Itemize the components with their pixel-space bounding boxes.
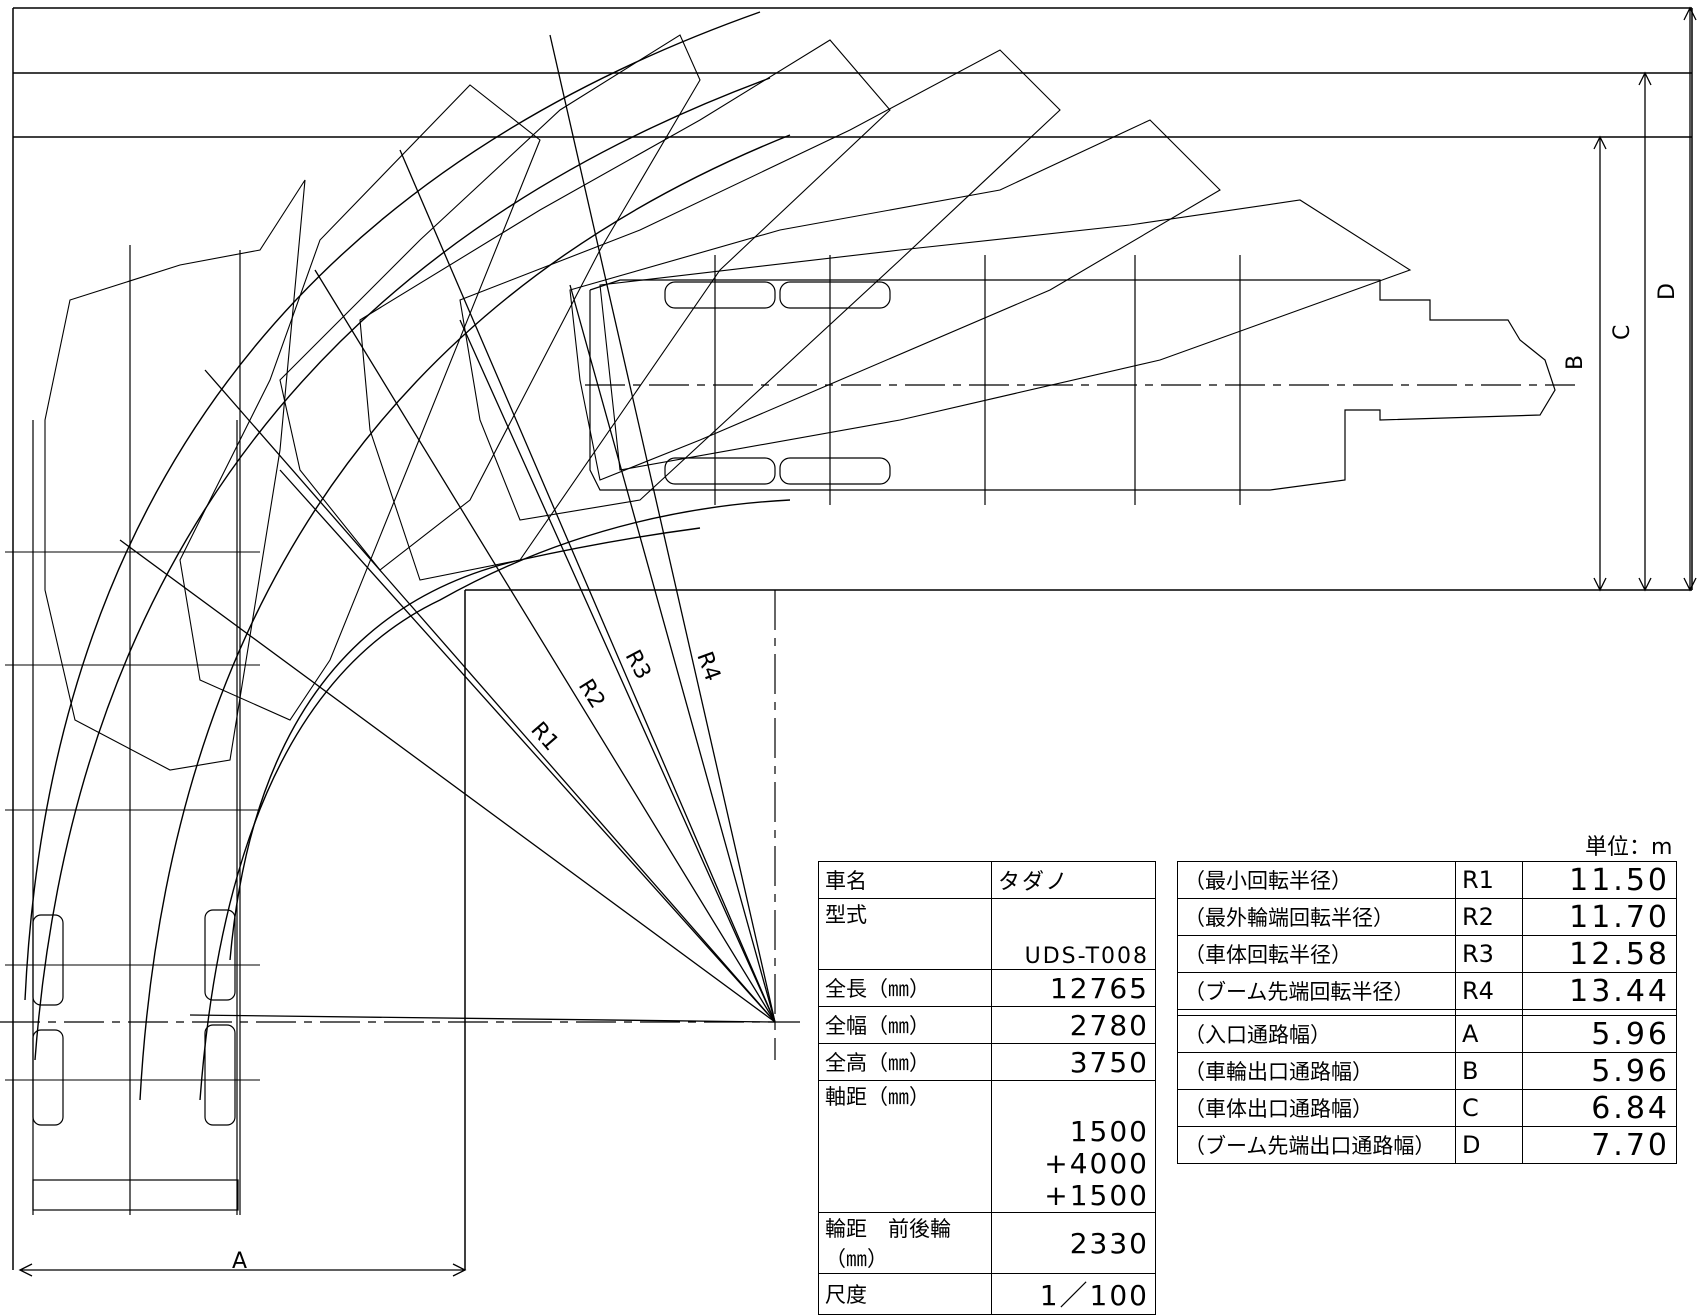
- radius-value: 11.50: [1522, 861, 1677, 899]
- radius-label: （最外輪端回転半径）: [1177, 898, 1456, 936]
- spec-row-height: 全高（㎜） 3750: [818, 1043, 1156, 1081]
- radius-label: （ブーム先端回転半径）: [1177, 972, 1456, 1010]
- spec-width-value: 2780: [991, 1006, 1156, 1044]
- radius-label: （最小回転半径）: [1177, 861, 1456, 899]
- unit-label: 単位：m: [1585, 835, 1673, 860]
- radius-symbol: R2: [1455, 898, 1523, 936]
- radius-lines: [119, 34, 776, 1023]
- width-row-c: （車体出口通路幅） C 6.84: [1177, 1089, 1677, 1127]
- width-label: （車体出口通路幅）: [1177, 1089, 1456, 1127]
- spec-width-label: 全幅（㎜）: [818, 1006, 992, 1044]
- spec-length-value: 12765: [991, 969, 1156, 1007]
- dimension-b-label: B: [1563, 355, 1588, 370]
- spec-model-value: UDS-T008: [991, 898, 1156, 970]
- wheelbase-value-1: 1500: [1069, 1115, 1149, 1148]
- radius-r2-label: R2: [573, 675, 610, 713]
- spec-name-label: 車名: [818, 861, 992, 899]
- width-value: 7.70: [1522, 1126, 1677, 1164]
- width-symbol: D: [1455, 1126, 1523, 1164]
- spec-height-label: 全高（㎜）: [818, 1043, 992, 1081]
- width-value: 6.84: [1522, 1089, 1677, 1127]
- radius-row-r3: （車体回転半径） R3 12.58: [1177, 935, 1677, 973]
- radius-value: 11.70: [1522, 898, 1677, 936]
- spec-tread-label: 輪距 前後輪（㎜）: [818, 1212, 992, 1274]
- turning-path-drawing: A B C D R1 R2 R3 R4: [0, 6, 1697, 1277]
- radius-row-r1: （最小回転半径） R1 11.50: [1177, 861, 1677, 899]
- width-label: （車輪出口通路幅）: [1177, 1052, 1456, 1090]
- center-lines: [0, 384, 1575, 1060]
- spec-row-name: 車名 タダノ: [818, 861, 1156, 899]
- radius-r3-label: R3: [620, 646, 656, 684]
- width-row-b: （車輪出口通路幅） B 5.96: [1177, 1052, 1677, 1090]
- width-symbol: C: [1455, 1089, 1523, 1127]
- turning-spec-table: （最小回転半径） R1 11.50 （最外輪端回転半径） R2 11.70 （車…: [1177, 861, 1677, 1164]
- spec-row-length: 全長（㎜） 12765: [818, 969, 1156, 1007]
- width-label: （入口通路幅）: [1177, 1015, 1456, 1053]
- spec-tread-value: 2330: [991, 1212, 1156, 1274]
- width-symbol: B: [1455, 1052, 1523, 1090]
- radius-symbol: R3: [1455, 935, 1523, 973]
- dimension-a-label: A: [232, 1249, 247, 1274]
- width-value: 5.96: [1522, 1015, 1677, 1053]
- spec-row-tread: 輪距 前後輪（㎜） 2330: [818, 1212, 1156, 1274]
- spec-model-label: 型式: [818, 898, 992, 970]
- radius-row-r2: （最外輪端回転半径） R2 11.70: [1177, 898, 1677, 936]
- width-row-d: （ブーム先端出口通路幅） D 7.70: [1177, 1126, 1677, 1164]
- wheelbase-value-3: +1500: [1044, 1179, 1149, 1212]
- wheelbase-value-2: +4000: [1044, 1147, 1149, 1180]
- width-value: 5.96: [1522, 1052, 1677, 1090]
- dimension-lines: [18, 6, 1697, 1277]
- spec-row-wheelbase: 軸距（㎜） 1500 +4000 +1500: [818, 1080, 1156, 1213]
- radius-value: 13.44: [1522, 972, 1677, 1010]
- radius-symbol: R4: [1455, 972, 1523, 1010]
- spec-length-label: 全長（㎜）: [818, 969, 992, 1007]
- spec-row-model: 型式 UDS-T008: [818, 898, 1156, 970]
- spec-wheelbase-values: 1500 +4000 +1500: [991, 1080, 1156, 1213]
- vehicle-spec-table: 車名 タダノ 型式 UDS-T008 全長（㎜） 12765 全幅（㎜） 278…: [818, 861, 1156, 1315]
- spec-name-value: タダノ: [991, 861, 1156, 899]
- intermediate-vehicle-outlines: [44, 34, 1412, 771]
- dimension-c-label: C: [1610, 325, 1635, 340]
- axle-lines: [5, 551, 260, 1081]
- radius-label: （車体回転半径）: [1177, 935, 1456, 973]
- radius-row-r4: （ブーム先端回転半径） R4 13.44: [1177, 972, 1677, 1010]
- spec-row-width: 全幅（㎜） 2780: [818, 1006, 1156, 1044]
- radius-value: 12.58: [1522, 935, 1677, 973]
- width-symbol: A: [1455, 1015, 1523, 1053]
- dimension-d-label: D: [1655, 283, 1680, 300]
- spec-height-value: 3750: [991, 1043, 1156, 1081]
- passage-boundaries: [12, 7, 1693, 1270]
- exit-vehicle-outline: [589, 255, 1556, 505]
- width-label: （ブーム先端出口通路幅）: [1177, 1126, 1456, 1164]
- radius-symbol: R1: [1455, 861, 1523, 899]
- spec-wheelbase-label: 軸距（㎜）: [818, 1080, 992, 1213]
- width-row-a: （入口通路幅） A 5.96: [1177, 1015, 1677, 1053]
- swept-arcs: [24, 11, 791, 1101]
- dimension-letters: A B C D: [232, 283, 1680, 1274]
